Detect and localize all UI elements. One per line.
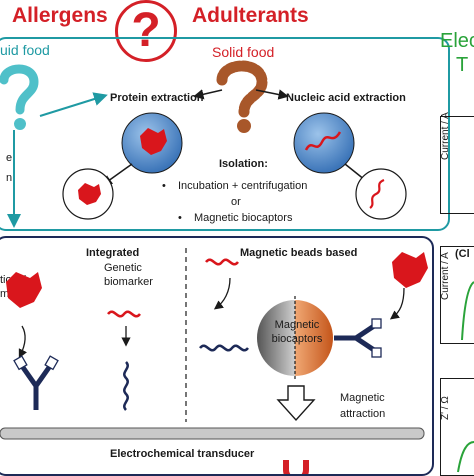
question-mark-glyph: ? (131, 4, 161, 57)
solid-food-label: Solid food (212, 44, 275, 60)
genetic-label-1: Genetic (104, 262, 142, 274)
protein-extraction-label: Protein extraction (110, 92, 204, 104)
isolation-bullet-2: • (178, 212, 182, 224)
extraction-flow-diagram (7, 89, 407, 228)
dna-strand-icon (304, 131, 342, 151)
plot2-curve (461, 281, 474, 341)
right-title-2: T (456, 54, 469, 76)
isolated-dna-icon (369, 178, 385, 209)
transducer-label: Electrochemical transducer (110, 448, 255, 460)
isolation-or: or (231, 196, 241, 208)
adulterants-title: Adulterants (192, 4, 309, 27)
magnet-icon (283, 460, 309, 474)
bead-label-2: biocaptors (271, 333, 323, 345)
isolated-protein-icon (78, 183, 101, 205)
dna-probe-icon (123, 361, 129, 411)
arrow-to-nucleic (255, 89, 289, 100)
bead-right-half (295, 300, 333, 376)
arrow-protein-bead (389, 287, 405, 320)
genetic-biomarker-icon (107, 310, 141, 318)
protein-biomarker-icon (6, 272, 42, 308)
arrow-protein-antibody (18, 325, 27, 359)
allergens-title: Allergens (12, 4, 108, 27)
transducer-bar (0, 427, 425, 440)
sample-prep-panel (0, 37, 450, 231)
nucleic-sample-sphere (293, 112, 355, 174)
left-cut-text-1: e (6, 152, 13, 164)
target-protein-icon (392, 252, 428, 288)
liquid-question-icon (0, 64, 39, 130)
detection-diagram (0, 248, 428, 474)
plot-box-2 (440, 246, 474, 344)
left-cut-text-2: n (6, 172, 13, 184)
bead-label-1: Magnetic (274, 319, 320, 331)
isolation-bullet-1: • (162, 180, 166, 192)
target-dna-icon (205, 258, 239, 266)
integrated-title: Integrated (86, 247, 140, 259)
liquid-food-label: uid food (0, 42, 50, 58)
solid-food-question-icon (216, 60, 268, 133)
genetic-label-2: biomarker (104, 276, 153, 288)
magnetic-beads-title: Magnetic beads based (240, 247, 358, 259)
plot3-curve (457, 441, 474, 473)
antibody-icon (13, 355, 59, 410)
protein-blob-icon (140, 128, 167, 155)
bead-antibody-icon (334, 318, 382, 358)
right-title-1: Elec (440, 30, 474, 52)
plot-box-1 (440, 116, 474, 214)
isolation-item-2: Magnetic biocaptors (194, 212, 293, 224)
attraction-label-1: Magnetic (340, 392, 385, 404)
bead-left-half (257, 300, 295, 376)
capture-probe-icon (199, 344, 249, 352)
isolated-dna-circle (355, 168, 407, 220)
arrow-dna-bead (213, 277, 231, 310)
arrow-to-protein (193, 89, 223, 100)
magnetic-attraction-arrow (276, 385, 316, 422)
isolation-item-1: Incubation + centrifugation (178, 180, 308, 192)
plot1-ylabel: Current / A (440, 112, 451, 160)
isolation-title: Isolation: (219, 158, 268, 170)
plot2-cut-label: (Cl (455, 248, 470, 260)
teal-arrow-right (39, 92, 108, 117)
question-circle-icon (115, 0, 177, 62)
attraction-label-2: attraction (340, 408, 386, 420)
nucleic-acid-extraction-label: Nucleic acid extraction (286, 92, 406, 104)
